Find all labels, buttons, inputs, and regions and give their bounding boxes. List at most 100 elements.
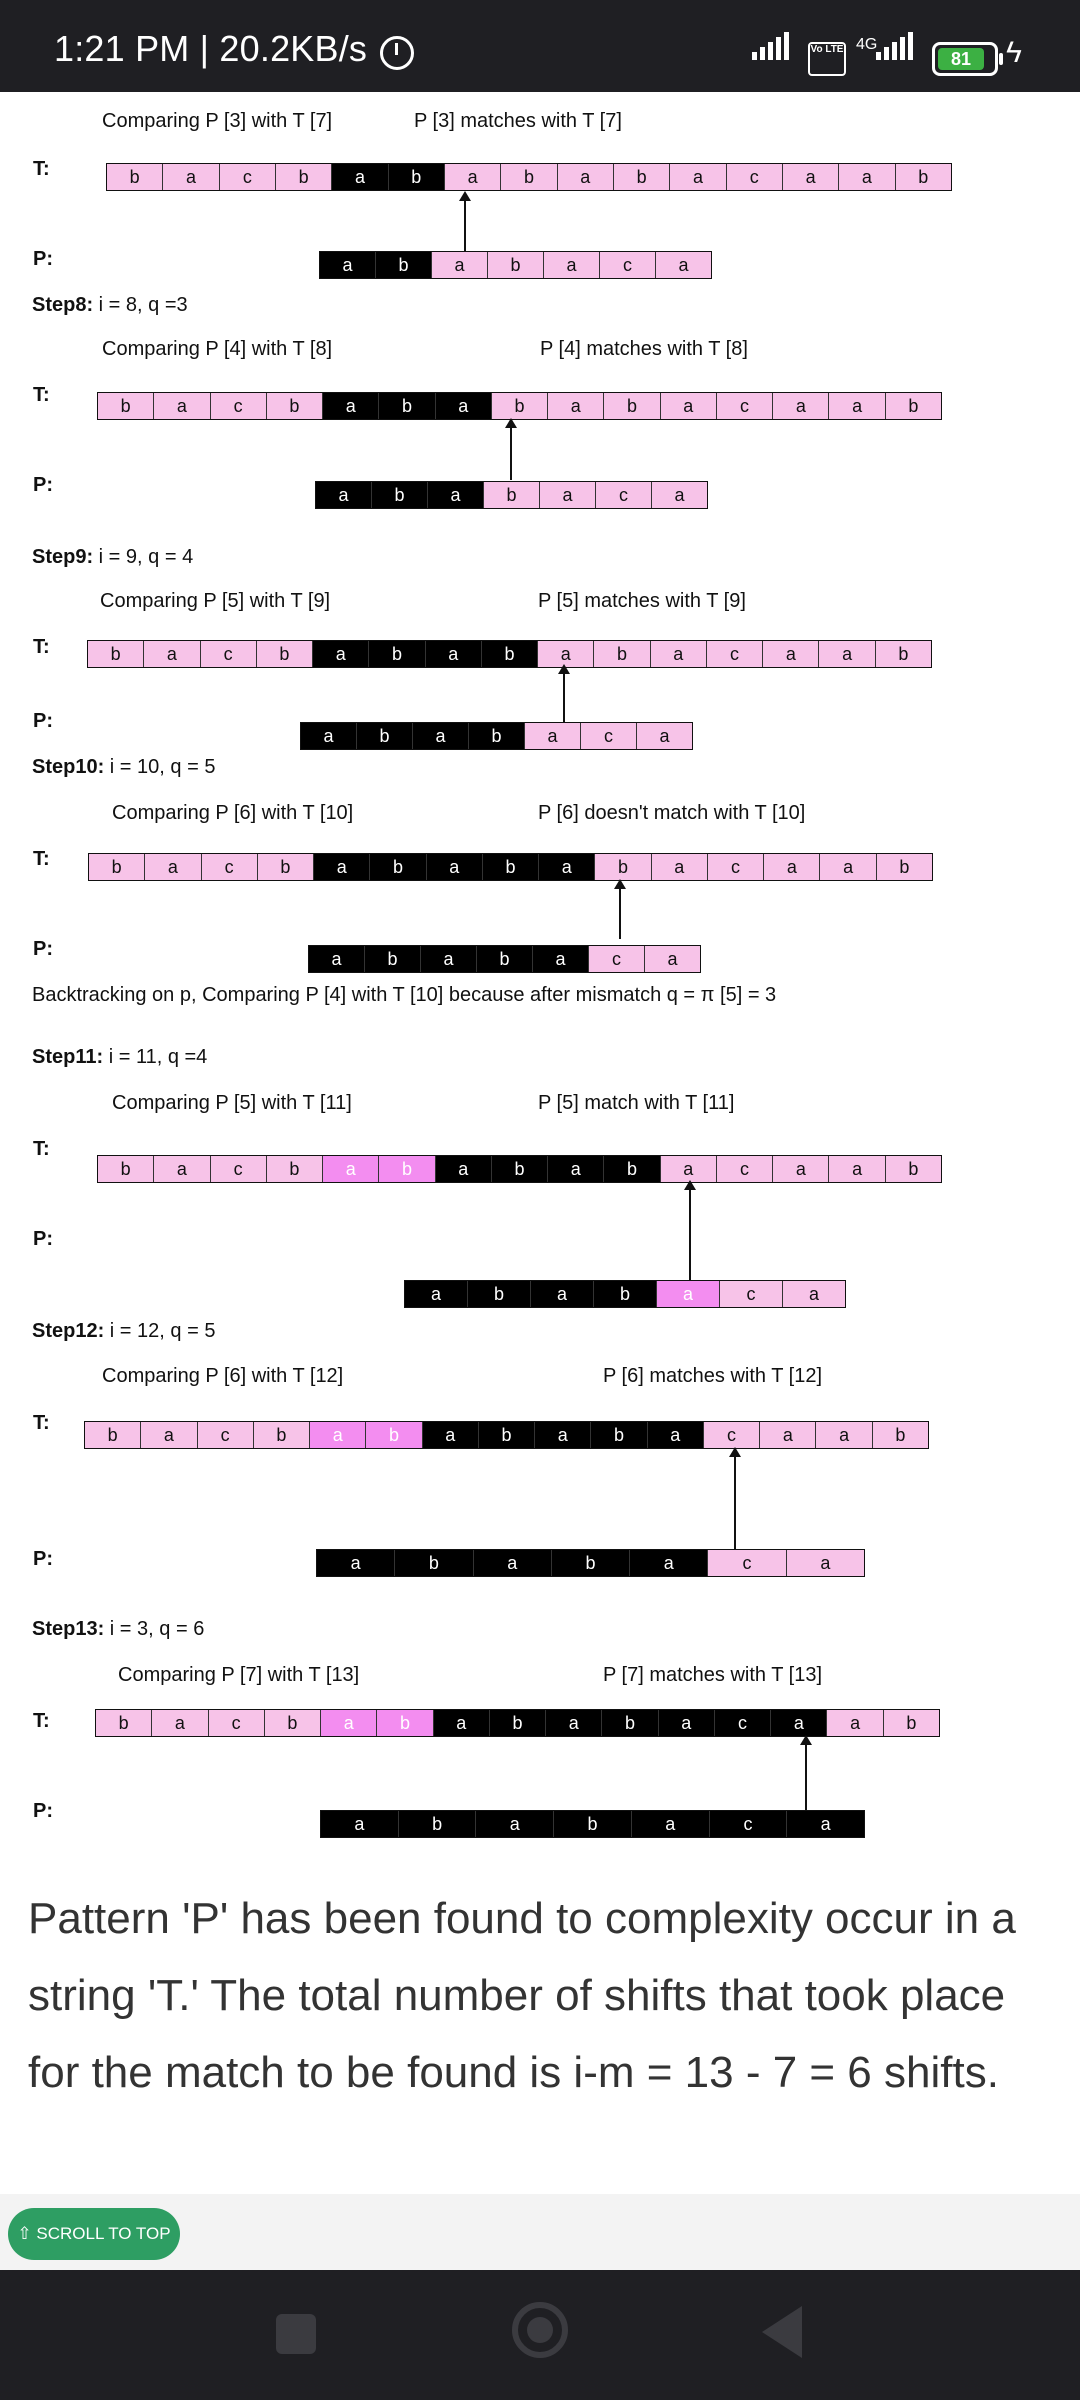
cell: a bbox=[657, 1281, 720, 1307]
cell: b bbox=[370, 854, 427, 880]
backtracking-note: Backtracking on p, Comparing P [4] with … bbox=[32, 984, 777, 1006]
cell: b bbox=[883, 1710, 939, 1736]
scroll-to-top-button[interactable]: ⇧ SCROLL TO TOP bbox=[8, 2208, 180, 2260]
cell: b bbox=[595, 854, 652, 880]
cell: c bbox=[716, 1156, 774, 1182]
step-title: Step13: i = 3, q = 6 bbox=[32, 1618, 205, 1640]
cell: b bbox=[264, 1710, 322, 1736]
cell: a bbox=[783, 1281, 845, 1307]
cell: a bbox=[444, 164, 502, 190]
cell: b bbox=[478, 1422, 536, 1448]
back-icon[interactable] bbox=[762, 2306, 802, 2358]
cell: a bbox=[539, 854, 596, 880]
cell: a bbox=[816, 1422, 873, 1448]
home-icon[interactable] bbox=[512, 2302, 568, 2358]
cell: a bbox=[548, 1156, 605, 1182]
cell: b bbox=[88, 641, 145, 667]
cell: b bbox=[469, 723, 525, 749]
cell: b bbox=[477, 946, 533, 972]
cell: b bbox=[365, 946, 421, 972]
arrow-icon bbox=[614, 879, 626, 939]
cell: b bbox=[256, 641, 314, 667]
cell: b bbox=[275, 164, 333, 190]
cell: a bbox=[637, 723, 692, 749]
cell: a bbox=[631, 1811, 710, 1837]
cell: a bbox=[760, 1422, 817, 1448]
cell: c bbox=[596, 482, 652, 508]
cell: b bbox=[594, 1281, 657, 1307]
cell: a bbox=[435, 1156, 492, 1182]
arrow-icon bbox=[558, 664, 570, 724]
arrow-icon bbox=[459, 191, 471, 251]
cell: a bbox=[647, 1422, 704, 1448]
cell: a bbox=[773, 393, 830, 419]
step-result: P [4] matches with T [8] bbox=[540, 338, 748, 360]
cell: c bbox=[726, 164, 783, 190]
cell: b bbox=[895, 164, 951, 190]
step-result: P [5] matches with T [9] bbox=[538, 590, 746, 612]
cell: b bbox=[357, 723, 413, 749]
cell: c bbox=[200, 641, 257, 667]
cell: c bbox=[208, 1710, 265, 1736]
cell: a bbox=[320, 252, 376, 278]
cell: b bbox=[107, 164, 164, 190]
cell: a bbox=[141, 1422, 198, 1448]
status-bar: 1:21 PM | 20.2KB/s Vo LTE 4G 81 ϟ bbox=[0, 0, 1080, 92]
cell: a bbox=[656, 252, 711, 278]
cell: a bbox=[535, 1422, 592, 1448]
cell: a bbox=[763, 641, 820, 667]
cell: b bbox=[388, 164, 445, 190]
cell: a bbox=[658, 1710, 715, 1736]
cell: a bbox=[476, 1811, 555, 1837]
cell: a bbox=[405, 1281, 468, 1307]
cell: a bbox=[540, 482, 596, 508]
cell: b bbox=[594, 641, 651, 667]
step-caption: Comparing P [6] with T [10] bbox=[112, 802, 354, 824]
pattern-label: P: bbox=[33, 1228, 53, 1250]
cell: b bbox=[395, 1550, 474, 1576]
cell: a bbox=[433, 1710, 490, 1736]
cell: b bbox=[613, 164, 671, 190]
step-result: P [3] matches with T [7] bbox=[414, 110, 622, 132]
cell: a bbox=[771, 1710, 828, 1736]
step-caption: Comparing P [5] with T [11] bbox=[112, 1092, 352, 1114]
cell: a bbox=[652, 482, 707, 508]
cell: b bbox=[602, 1710, 659, 1736]
pattern-label: P: bbox=[33, 474, 53, 496]
cell: a bbox=[428, 482, 484, 508]
cell: b bbox=[98, 1156, 155, 1182]
cell: a bbox=[435, 393, 492, 419]
cell: c bbox=[219, 164, 276, 190]
cell: b bbox=[488, 252, 544, 278]
cell: c bbox=[716, 393, 774, 419]
cell: a bbox=[650, 641, 707, 667]
network-type: 4G bbox=[856, 36, 878, 53]
cell: b bbox=[872, 1422, 928, 1448]
recents-icon[interactable] bbox=[276, 2314, 316, 2354]
cell: b bbox=[501, 164, 558, 190]
step-caption: Comparing P [3] with T [7] bbox=[102, 110, 333, 132]
cell: b bbox=[481, 641, 539, 667]
cell: b bbox=[372, 482, 428, 508]
cell: a bbox=[323, 1156, 380, 1182]
cell: a bbox=[764, 854, 821, 880]
text-label: T: bbox=[33, 1412, 50, 1434]
pattern-label: P: bbox=[33, 1548, 53, 1570]
cell: c bbox=[201, 854, 258, 880]
cell: a bbox=[154, 393, 211, 419]
cell: b bbox=[266, 1156, 324, 1182]
charging-icon: ϟ bbox=[1006, 36, 1022, 69]
cell: b bbox=[491, 1156, 549, 1182]
step-title: Step11: i = 11, q =4 bbox=[32, 1046, 208, 1068]
cell: a bbox=[309, 946, 365, 972]
cell: b bbox=[885, 393, 941, 419]
cell: c bbox=[197, 1422, 254, 1448]
cell: a bbox=[546, 1710, 603, 1736]
cell: c bbox=[703, 1422, 761, 1448]
cell: a bbox=[301, 723, 357, 749]
